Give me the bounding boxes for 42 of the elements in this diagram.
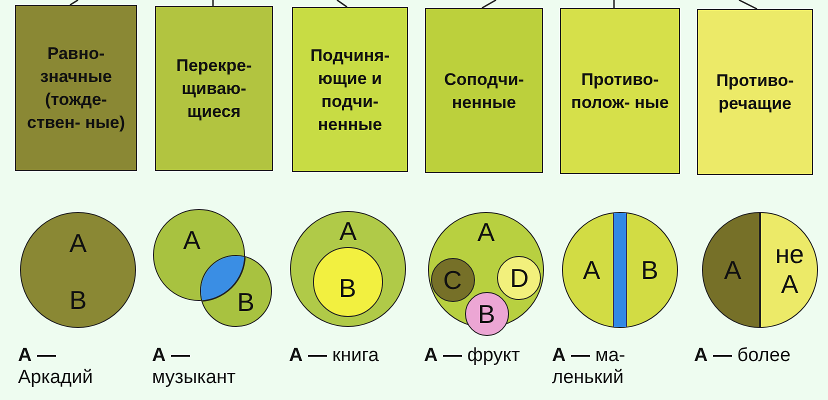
set-letter: C [443, 266, 462, 292]
concept-circle [312, 246, 382, 316]
concept-card [697, 9, 813, 175]
example-caption: А — музыкант [152, 345, 237, 389]
card-title: Соподчи- ненные [443, 68, 525, 114]
set-letter: A [582, 257, 600, 283]
concept-circle [496, 256, 540, 300]
connector-line [336, 0, 348, 8]
connector-line [212, 0, 214, 6]
concept-card [155, 6, 273, 171]
set-letter: A [183, 226, 200, 253]
concept-card [15, 5, 137, 171]
set-letter: B [640, 257, 658, 283]
set-letter: B [237, 289, 254, 316]
concept-card [560, 8, 680, 174]
set-letter: A [477, 219, 495, 246]
set-letter: D [510, 264, 529, 290]
set-letter: не A [774, 240, 806, 300]
card-title: Противо- полож- ные [570, 69, 670, 114]
card-title: Подчиня- ющие и подчи- ненные [309, 44, 391, 136]
card-title: Равно- значные (тожде- ствен- ные) [26, 43, 126, 134]
connector-line [70, 0, 78, 6]
connector-line [482, 0, 496, 9]
example-caption: А — Аркадий [18, 345, 94, 389]
set-letter: A [69, 230, 87, 256]
set-letter: A [724, 257, 742, 283]
example-caption: А — более [694, 345, 792, 367]
example-caption: А — фрукт [424, 345, 521, 367]
card-title: Перекре- щиваю- щиеся [175, 55, 253, 123]
concept-card [425, 8, 543, 173]
set-letter: B [69, 286, 87, 313]
set-letter: B [338, 275, 356, 302]
connector-line [738, 0, 758, 10]
set-letter: A [339, 218, 357, 244]
card-title: Противо- речащие [715, 70, 795, 115]
example-caption: А — ма- ленький [552, 345, 626, 389]
concept-circle [430, 258, 474, 302]
connector-line [613, 0, 615, 8]
example-caption: А — книга [289, 345, 380, 367]
set-letter: B [478, 300, 496, 326]
concept-circle [464, 292, 508, 336]
concept-card [292, 7, 408, 172]
